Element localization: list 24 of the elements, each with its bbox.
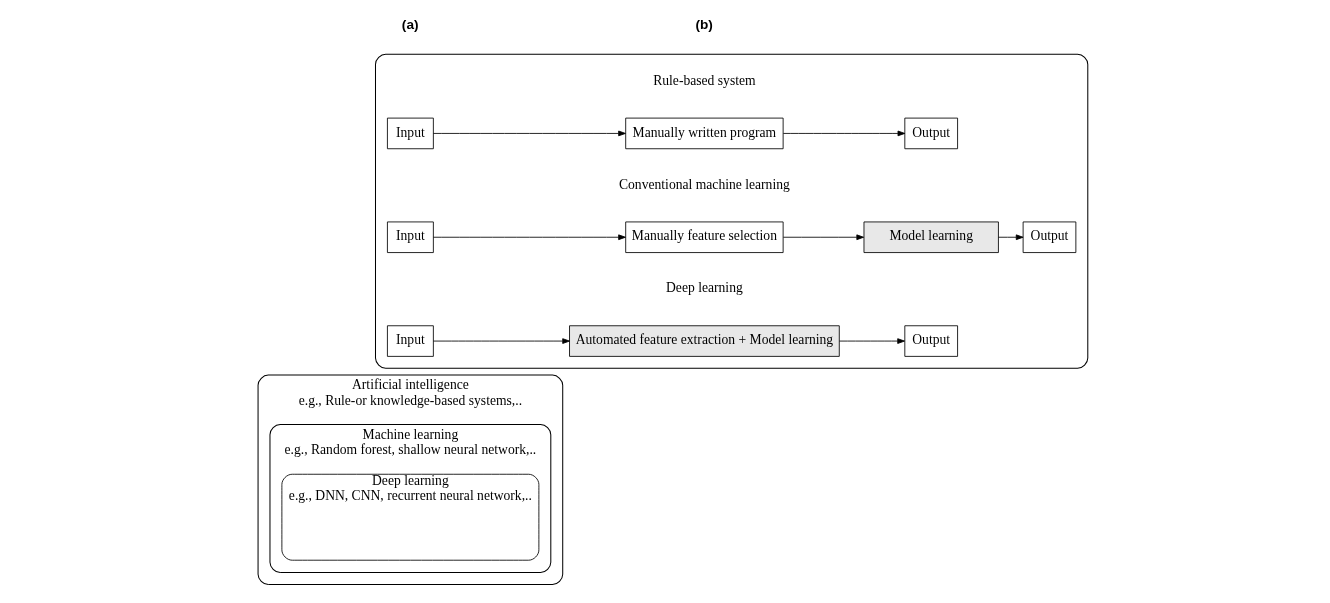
label: Conventional machine learning [619,176,790,192]
node-box: Model learning [863,221,999,253]
node-box: Manually written program [625,117,784,150]
node-box: Input [387,325,434,357]
node-box: Automated feature extraction + Model learning [569,325,840,357]
node-box: Input [387,117,434,150]
label: (b) [695,17,713,33]
arrow [433,338,570,344]
cluster [375,53,1089,369]
node-box: Deep learning e.g., DNN, CNN, recurrent neural network,.. [281,473,540,561]
node-box: Output [904,117,958,150]
node-box: Output [1022,221,1077,253]
arrow [998,234,1024,241]
node-box: Manually feature selection [625,221,784,253]
label: (a) [401,17,419,33]
label: Deep learning [666,280,743,296]
arrow [782,234,865,241]
node-box: Input [387,221,434,253]
arrow [839,338,905,344]
arrow [433,234,626,241]
arrow [782,130,906,137]
label: Rule-based system [653,72,756,88]
arrow [433,130,626,137]
node-box: Output [904,325,958,357]
